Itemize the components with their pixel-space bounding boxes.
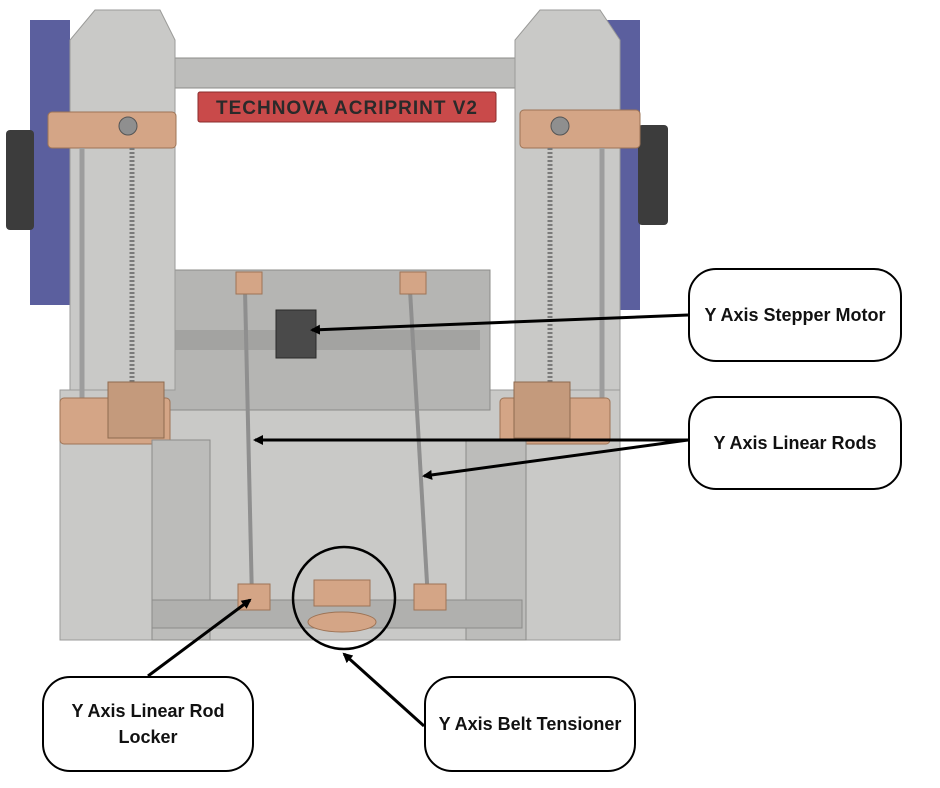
arrow-rod-locker [147,598,252,678]
belt-tensioner-block [313,579,371,607]
callout-belt-tensioner-text: Y Axis Belt Tensioner [438,714,622,734]
rod-locker-right [413,583,447,611]
right-upright [514,9,621,391]
left-fan [6,130,34,230]
right-z-motor-block [513,381,571,439]
rear-rod-holder-left [235,271,263,295]
right-top-bracket [519,109,641,149]
belt-tensioner-highlight-circle [291,545,397,651]
arrow-linear-rod-right [422,438,689,480]
rear-frame-rail [170,330,480,350]
rear-rod-holder-right [399,271,427,295]
left-top-bearing [118,116,138,136]
left-top-bracket [47,111,177,149]
left-z-motor-block [107,381,165,439]
callout-stepper-motor: Y Axis Stepper Motor [688,268,902,362]
callout-rod-locker: Y Axis Linear Rod Locker [42,676,254,772]
arrow-belt-tensioner [342,652,426,728]
top-crossbar [159,57,521,89]
callout-linear-rods: Y Axis Linear Rods [688,396,902,490]
right-top-bearing [550,116,570,136]
brand-plate-text: TECHNOVA ACRIPRINT V2 [216,98,478,119]
right-fan [638,125,668,225]
belt-tensioner-knob [307,611,377,633]
callout-stepper-motor-text: Y Axis Stepper Motor [704,305,886,325]
callout-rod-locker-line2: Locker [118,727,178,747]
left-side-panel [30,20,70,305]
y-stepper-motor [275,309,317,359]
arrow-stepper-motor [310,313,689,335]
brand-plate [197,91,497,123]
callout-linear-rods-text: Y Axis Linear Rods [713,433,877,453]
rod-locker-left [237,583,271,611]
y-linear-rod-left [243,289,254,601]
left-upright [69,9,176,391]
callout-belt-tensioner: Y Axis Belt Tensioner [424,676,636,772]
callout-rod-locker-line1: Y Axis Linear Rod [71,701,225,721]
y-linear-rod-right [408,289,430,601]
